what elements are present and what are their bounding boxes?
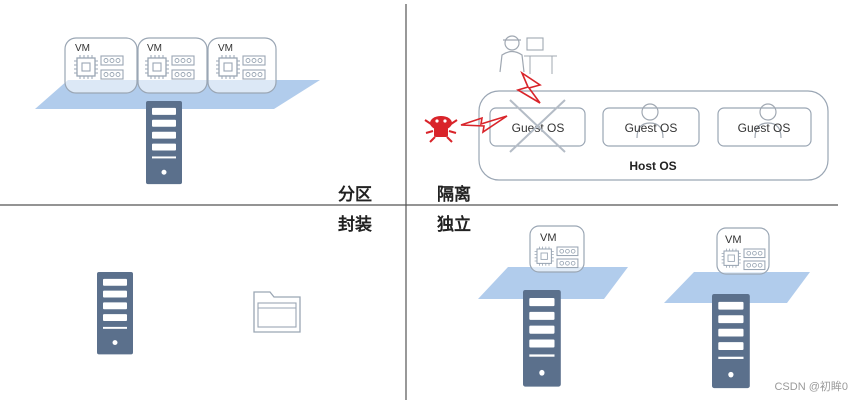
cross-icon: [509, 99, 566, 153]
vm-label: VM: [725, 234, 742, 246]
vm-box: VM: [716, 227, 770, 275]
vm-label: VM: [540, 232, 557, 244]
independence-label: 独立: [437, 215, 471, 235]
vm-box: VM: [64, 37, 138, 94]
guest-os-label: Guest OS: [738, 121, 791, 135]
vm-box: VM: [137, 37, 208, 94]
guest-os-label: Guest OS: [625, 121, 678, 135]
server-tower-icon: [712, 294, 750, 389]
server-tower-icon: [523, 290, 561, 387]
platform: [664, 272, 810, 303]
vm-label: VM: [75, 43, 90, 54]
partition-panel: VM VM VM: [35, 37, 320, 185]
virus-bug-icon: [424, 116, 458, 143]
vm-label: VM: [147, 43, 162, 54]
vm-box: VM: [207, 37, 277, 94]
lightning-bolt-icon: [516, 70, 542, 104]
encapsulation-label: 封装: [338, 215, 372, 235]
encapsulation-panel: [97, 272, 301, 355]
host-os-box: [478, 90, 829, 181]
isolation-panel: Host OS Guest OS Guest OS Guest OS: [424, 35, 829, 181]
guest-os-box: Guest OS: [717, 103, 812, 147]
guest-os-box: Guest OS: [602, 103, 700, 147]
server-tower-icon: [146, 101, 182, 185]
vm-box: VM: [529, 225, 585, 273]
vm-label: VM: [218, 43, 233, 54]
partition-label: 分区: [338, 185, 372, 205]
folder-icon: [253, 291, 301, 333]
host-os-label: Host OS: [629, 159, 676, 173]
guest-os-label: Guest OS: [512, 121, 565, 135]
watermark: CSDN @初眸0: [774, 381, 848, 393]
hacker-icon: [499, 35, 557, 74]
lightning-bolt-icon: [460, 115, 508, 134]
platform: [478, 267, 628, 299]
isolation-label: 隔离: [437, 185, 471, 205]
server-tower-icon: [97, 272, 133, 355]
independence-panel: VM VM: [478, 225, 810, 389]
